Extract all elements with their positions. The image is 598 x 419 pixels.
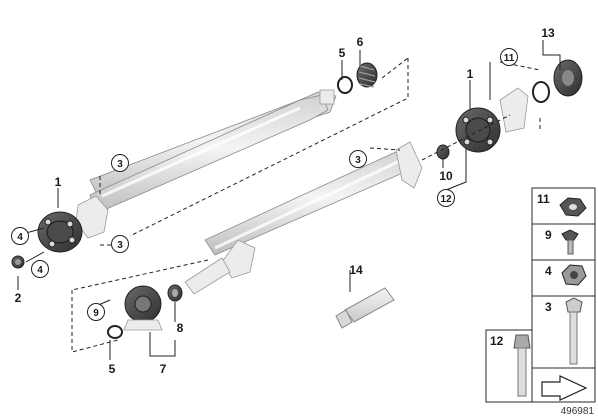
callout-12: 12 <box>440 194 452 205</box>
long-bolt-icon <box>565 297 583 313</box>
callout-circle-3a <box>111 154 129 172</box>
callout-11: 11 <box>504 53 515 64</box>
flex-coupling-left <box>37 211 83 253</box>
callout-circle-3c <box>349 150 367 168</box>
direction-arrow-icon <box>541 375 588 401</box>
callout-10: 10 <box>439 169 453 183</box>
sealing-ring-13 <box>532 81 550 103</box>
callout-3-lower: 3 <box>117 240 123 251</box>
callout-circle-12 <box>437 189 455 207</box>
center-bearing-7 <box>123 285 163 331</box>
callout-5-bottom: 5 <box>109 362 116 376</box>
callout-3-upper: 3 <box>117 159 123 170</box>
legend-label-12: 12 <box>490 334 504 348</box>
rubber-boot-6 <box>356 62 378 88</box>
legend-label-11: 11 <box>537 192 550 206</box>
legend-label-4: 4 <box>545 264 552 278</box>
callout-1-left: 1 <box>55 175 62 189</box>
callout-9: 9 <box>93 308 99 319</box>
callout-2: 2 <box>15 291 22 305</box>
legend-labels: 11 9 4 3 12 <box>490 192 552 348</box>
callout-4-upper: 4 <box>17 232 23 243</box>
callout-circle-4b <box>31 260 49 278</box>
callout-labels: 1 2 3 3 3 4 4 5 6 5 7 8 9 1 11 13 10 12 … <box>15 26 555 376</box>
torx-bolt-icon <box>513 334 531 349</box>
callout-3-right: 3 <box>355 155 361 166</box>
callout-7: 7 <box>160 362 167 376</box>
callout-4-lower: 4 <box>37 265 43 276</box>
callout-14: 14 <box>349 263 363 277</box>
callout-circles <box>11 48 518 321</box>
callout-13: 13 <box>541 26 555 40</box>
flex-coupling-right <box>455 87 529 153</box>
nut-2 <box>11 255 25 269</box>
hex-bolt-small-icon <box>561 229 579 241</box>
callout-6: 6 <box>357 35 364 49</box>
legend-cell-9 <box>531 223 596 261</box>
callout-circle-9 <box>87 303 105 321</box>
callout-circle-4a <box>11 227 29 245</box>
grease-tube-14 <box>335 287 395 329</box>
callout-1-right: 1 <box>467 67 474 81</box>
callout-8: 8 <box>177 321 184 335</box>
callout-5-top: 5 <box>339 46 346 60</box>
legend-cell-3 <box>531 295 596 369</box>
output-flange-13 <box>553 59 583 97</box>
spacer-ring-8 <box>167 284 183 302</box>
fastener-legend <box>485 187 596 403</box>
lower-shaft <box>184 141 423 295</box>
legend-label-3: 3 <box>545 300 552 314</box>
callout-circle-11 <box>500 48 518 66</box>
callout-circle-3b <box>111 235 129 253</box>
diagram-id: 496981 <box>561 406 595 417</box>
circlip-ring-top <box>337 76 353 94</box>
legend-label-9: 9 <box>545 228 552 242</box>
upper-shaft <box>75 89 337 239</box>
circlip-ring-bottom <box>107 325 123 339</box>
